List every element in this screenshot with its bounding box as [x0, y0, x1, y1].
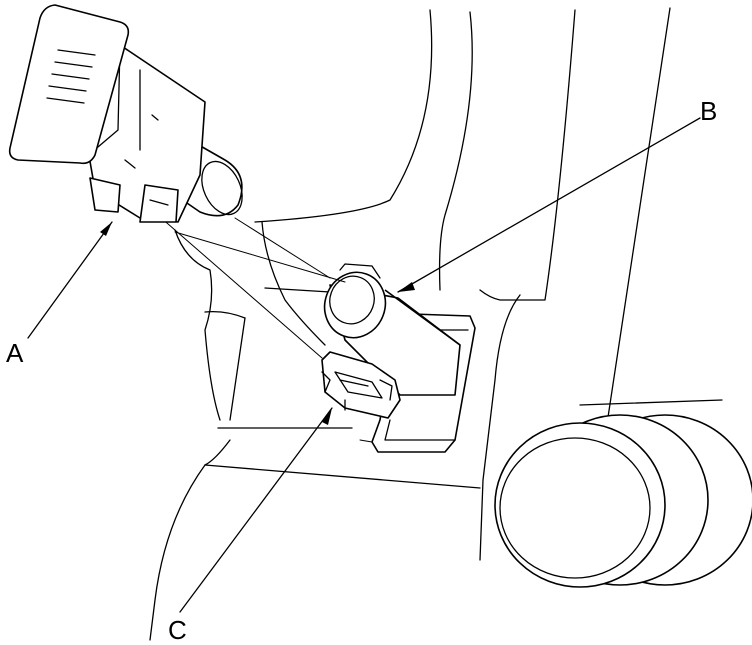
callout-leaders	[27, 117, 701, 613]
assembly-guide-lines	[151, 209, 346, 359]
callout-label-a: A	[6, 338, 24, 368]
connector-c	[321, 351, 401, 419]
leader-b	[397, 117, 701, 293]
leader-c	[179, 407, 333, 613]
callout-label-b: B	[700, 96, 718, 126]
interior-panel	[149, 7, 723, 641]
power-socket-b	[323, 263, 461, 396]
arrowhead-c	[322, 408, 332, 425]
switch-assembly-a	[8, 4, 243, 223]
knob-outline	[494, 414, 752, 588]
callout-label-c: C	[168, 615, 187, 645]
leader-a	[27, 221, 113, 339]
arrowhead-a	[100, 222, 112, 236]
arrowhead-b	[398, 282, 415, 292]
